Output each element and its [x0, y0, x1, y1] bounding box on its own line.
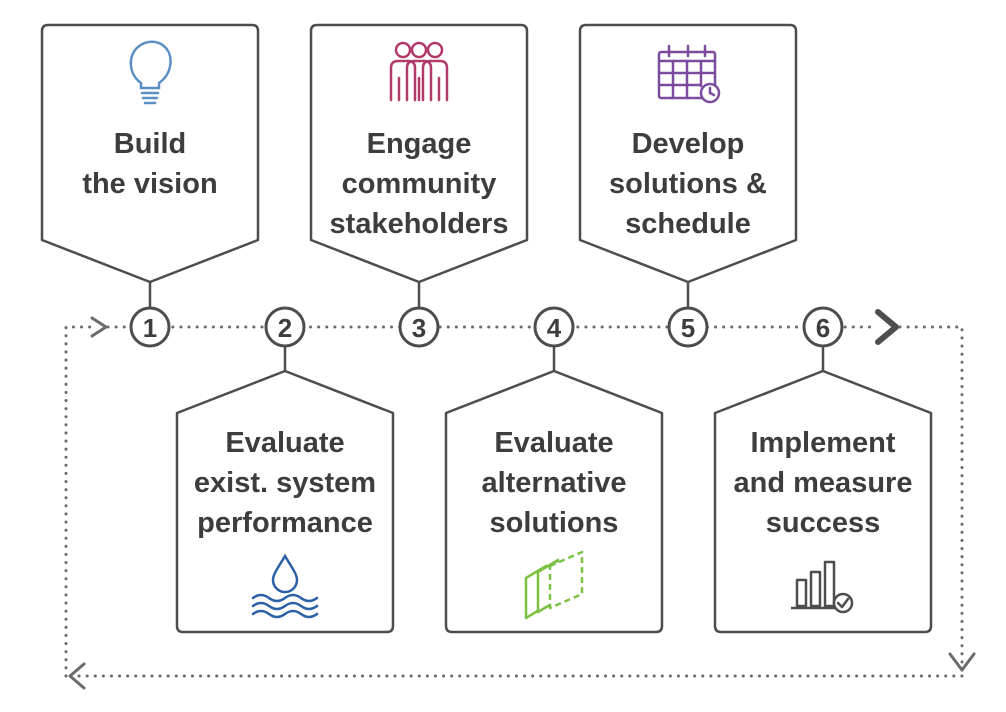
step-nodes: 1 2 3 4 5 6	[129, 306, 844, 348]
step-5-number: 5	[681, 313, 695, 343]
step-3-number: 3	[412, 313, 426, 343]
step-5-label-line-2: solutions &	[609, 168, 767, 200]
step-1-label-line-1: Build	[114, 128, 187, 160]
lightbulb-icon	[129, 40, 172, 105]
step-2-number: 2	[278, 313, 292, 343]
step-3-card: Engage community stakeholders	[309, 23, 529, 308]
loop-left-line	[64, 325, 98, 678]
step-3-node: 3	[398, 306, 440, 348]
step-6-label-line-1: Implement	[750, 427, 895, 459]
step-4-label-line-1: Evaluate	[494, 427, 613, 459]
step-6-label-line-3: success	[766, 507, 881, 539]
arrow-right-large-icon	[875, 309, 899, 345]
loop-right-line	[898, 325, 964, 674]
step-5-label-line-3: schedule	[625, 208, 751, 240]
step-2-node: 2	[264, 306, 306, 348]
step-6-label-line-2: and measure	[734, 467, 913, 499]
step-4-node: 4	[533, 306, 575, 348]
water-drop-icon	[251, 553, 319, 619]
step-6-card: Implement and measure success	[713, 346, 933, 634]
step-2-card: Evaluate exist. system performance	[175, 346, 395, 634]
step-4-number: 4	[547, 313, 562, 343]
step-3-label-line-1: Engage	[367, 128, 472, 160]
step-2-label-line-1: Evaluate	[225, 427, 344, 459]
step-2-label-line-3: performance	[197, 507, 373, 539]
arrow-left-icon	[68, 662, 86, 690]
step-4-label-line-2: alternative	[481, 467, 626, 499]
step-5-node: 5	[667, 306, 709, 348]
arrow-down-icon	[948, 652, 976, 672]
calendar-icon	[657, 44, 721, 104]
step-6-number: 6	[816, 313, 830, 343]
bar-chart-check-icon	[791, 560, 854, 614]
step-5-card: Develop solutions & schedule	[578, 23, 798, 308]
step-1-label-line-2: the vision	[82, 168, 217, 200]
step-1-node: 1	[129, 306, 171, 348]
step-1-card: Build the vision	[40, 23, 260, 308]
step-6-node: 6	[802, 306, 844, 348]
people-icon	[389, 41, 449, 102]
step-4-label-line-3: solutions	[490, 507, 619, 539]
step-5-label-line-1: Develop	[632, 128, 745, 160]
arrow-right-small-icon	[90, 316, 108, 338]
step-3-label-line-2: community	[342, 168, 497, 200]
step-2-label-line-2: exist. system	[194, 467, 376, 499]
cycle-loop	[64, 309, 976, 690]
step-4-card: Evaluate alternative solutions	[444, 346, 664, 634]
step-3-label-line-3: stakeholders	[330, 208, 509, 240]
step-1-number: 1	[143, 313, 157, 343]
layers-icon	[524, 550, 584, 620]
